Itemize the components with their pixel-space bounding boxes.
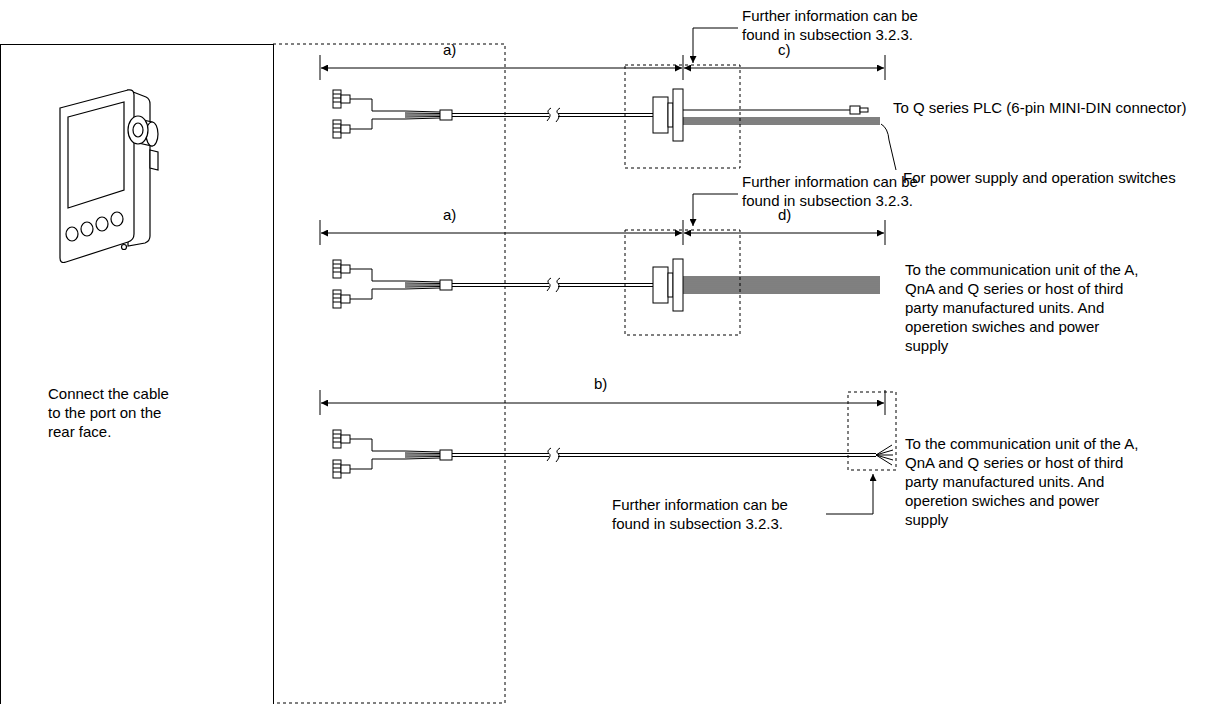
cable-row-1-part	[320, 55, 885, 80]
cable-row-1-part	[653, 89, 683, 141]
cable-row-2	[320, 194, 885, 335]
cable-row-1-part	[850, 106, 860, 114]
device-illustration-part	[128, 116, 148, 144]
device-illustration-part	[133, 123, 143, 137]
cable-row-3-part	[320, 390, 885, 415]
cable-row-1-part	[860, 108, 868, 112]
destination-note: To Q series PLC (6-pin MINI-DIN connecto…	[893, 98, 1205, 117]
instruction-text: Connect the cable to the port on the rea…	[48, 384, 178, 441]
callout-note: Further information can be found in subs…	[742, 6, 947, 44]
cable-row-1-part	[684, 68, 884, 69]
device-illustration-part	[68, 102, 124, 208]
device-illustration-part	[66, 227, 78, 241]
cable-row-1-part	[321, 68, 682, 69]
cable-row-2-part	[683, 277, 880, 293]
cable-row-2-part	[321, 233, 682, 234]
cable-row-3-part	[333, 430, 452, 478]
dashed-boundary	[273, 44, 505, 703]
device-illustration-part	[111, 212, 123, 226]
destination-note: To the communication unit of the A, QnA …	[905, 434, 1141, 529]
cable-row-3-part	[848, 392, 896, 470]
cable-row-3-part	[826, 474, 873, 514]
dimension-label: c)	[778, 40, 808, 59]
destination-note: To the communication unit of the A, QnA …	[905, 260, 1141, 355]
cable-row-2-part	[653, 259, 683, 311]
cable-row-2-part	[684, 233, 884, 234]
cable-row-1-part	[547, 108, 560, 122]
cable-row-3	[320, 390, 896, 514]
cable-row-1-part	[683, 110, 850, 111]
device-illustration-part	[96, 217, 108, 231]
dimension-label: a)	[443, 40, 473, 59]
cable-row-3-part	[452, 454, 876, 457]
cable-row-2-part	[547, 278, 560, 292]
dimension-label: a)	[443, 205, 473, 224]
cable-row-1-part	[452, 114, 653, 117]
cable-row-1-part	[333, 90, 452, 138]
cable-row-1-part	[683, 118, 880, 124]
panel-box: Connect the cable to the port on the rea…	[0, 44, 274, 704]
device-illustration-part	[60, 90, 134, 263]
cable-row-3-part	[547, 448, 560, 462]
cable-row-2-part	[320, 220, 885, 245]
cable-row-2-part	[625, 230, 740, 335]
device-illustration-part	[81, 222, 93, 236]
device-illustration-part	[122, 245, 127, 250]
device-illustration-part	[150, 150, 158, 170]
callout-note: Further information can be found in subs…	[612, 495, 817, 533]
cable-row-1-part	[625, 65, 740, 168]
cable-row-2-part	[333, 260, 452, 308]
cable-row-2-part	[452, 284, 653, 287]
cable-row-1-part	[881, 124, 896, 170]
destination-note: For power supply and operation switches	[903, 168, 1211, 187]
cable-row-3-part	[321, 403, 884, 404]
cable-row-3-part	[876, 445, 893, 465]
dimension-label: b)	[594, 374, 624, 393]
cable-row-1	[320, 28, 896, 170]
cable-row-1-part	[693, 28, 738, 63]
device-illustration	[60, 90, 158, 263]
callout-note: Further information can be found in subs…	[742, 172, 947, 210]
cable-row-2-part	[693, 194, 738, 226]
dimension-label: d)	[778, 205, 808, 224]
